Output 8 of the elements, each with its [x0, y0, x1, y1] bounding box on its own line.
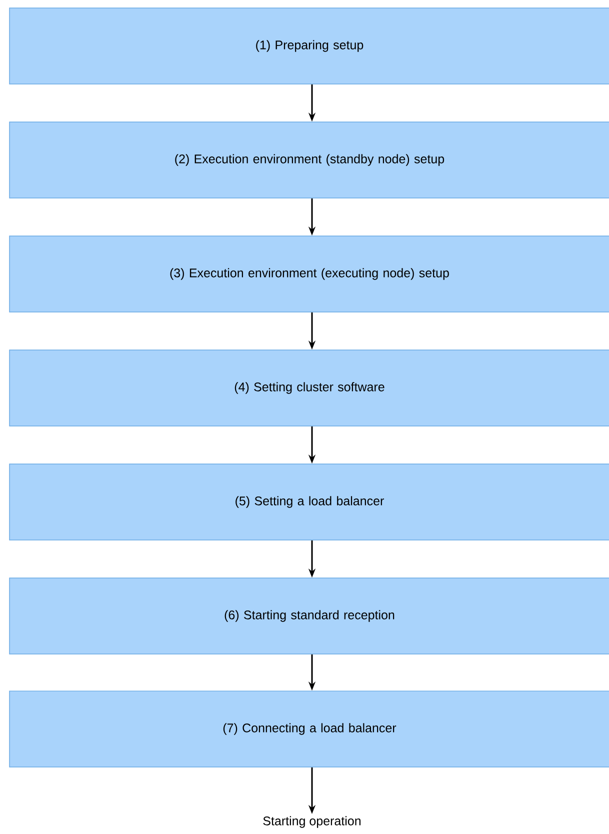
process-box: (2) Execution environment (standby node) setup	[9, 122, 609, 198]
process-box: (3) Execution environment (executing node) setup	[9, 236, 609, 312]
process-box: (7) Connecting a load balancer	[9, 690, 609, 768]
process-box: (1) Preparing setup	[9, 8, 609, 84]
process-box: (5) Setting a load balancer	[9, 464, 609, 540]
process-box: (6) Starting standard reception	[9, 578, 609, 654]
process-box: (4) Setting cluster software	[9, 350, 609, 426]
end-label: Starting operation	[263, 816, 360, 828]
